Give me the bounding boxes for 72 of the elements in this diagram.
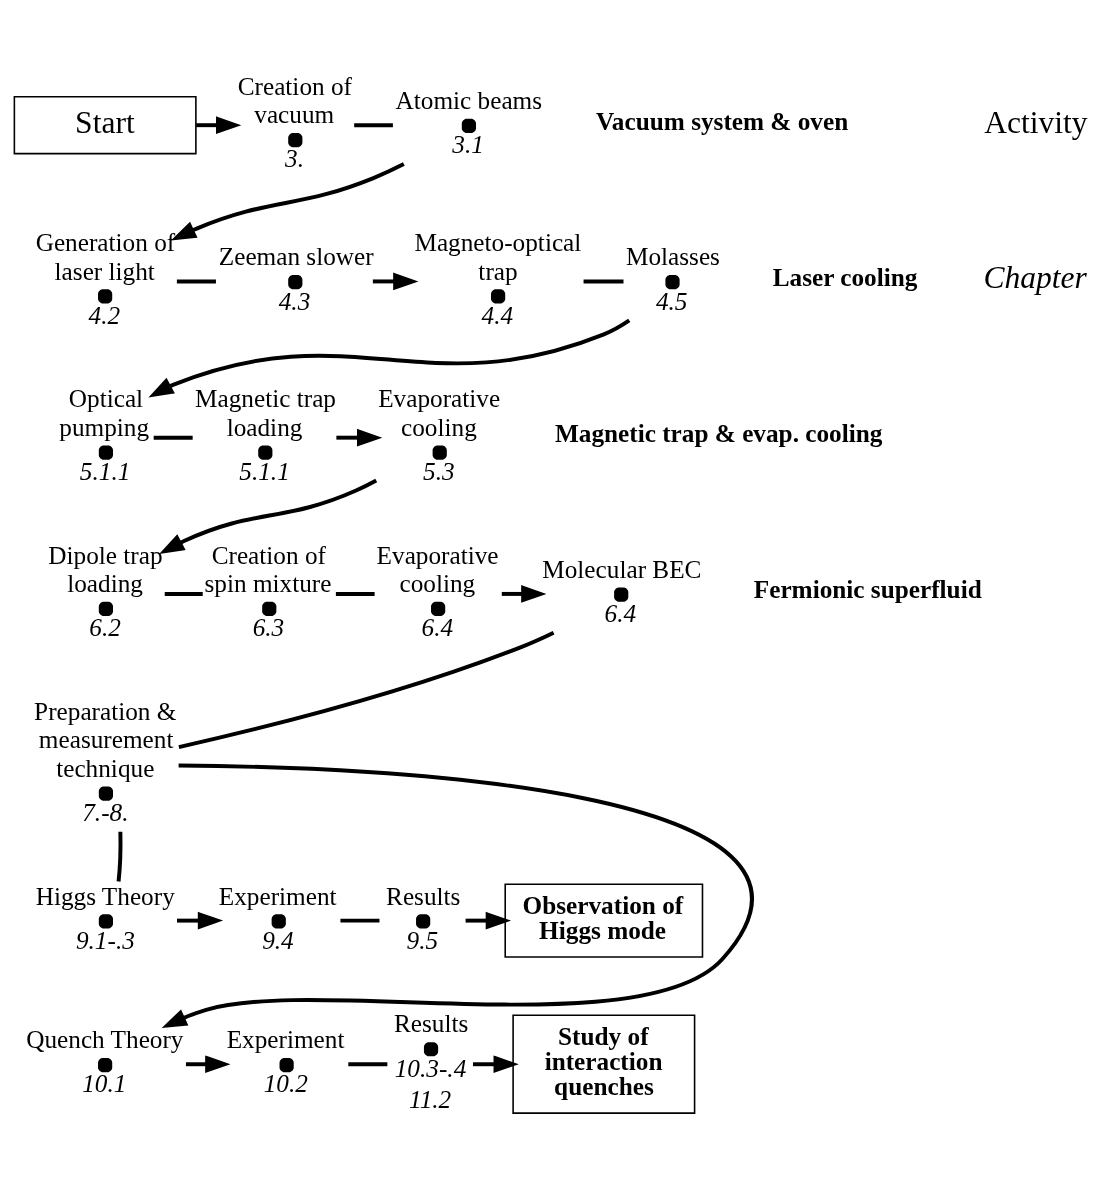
node-box: Observation of Higgs mode [504,883,704,958]
node-label: Magneto-optical trap [414,228,582,285]
node-label: Evaporative cooling [376,540,499,598]
node-label: Dipole trap loading [48,540,163,598]
node-box: Study of interaction quenches [512,1014,696,1114]
label: Laser cooling [772,262,918,291]
node-label: Experiment [226,1025,345,1054]
node-label: 4.2 [88,300,121,329]
node-label: Creation of spin mixture [204,540,332,598]
node-label: 10.3-.4 [394,1053,467,1082]
node-label: 6.4 [604,599,637,628]
connector [340,918,380,923]
node-label: 10.1 [82,1069,127,1098]
node-label: Atomic beams [395,86,543,115]
label: Chapter [983,259,1087,295]
node-label: Evaporative cooling [378,384,501,441]
label: Activity [984,105,1088,141]
arrow [196,116,242,135]
node-label: 6.3 [252,613,285,642]
arrow [148,318,631,398]
node-label: Higgs Theory [35,881,175,910]
arrow [472,1055,519,1074]
node-label: 6.2 [89,613,121,642]
node-label: 7.-8. [82,797,129,826]
node-label: Quench Theory [26,1025,184,1054]
node-label: 5.1.1 [239,456,290,485]
node-label: Results [393,1009,469,1038]
label: Fermionic superfluid [753,575,982,604]
connector [354,123,393,128]
arrow [161,763,752,1028]
node-label: Molecular BEC [542,554,702,583]
arrow [185,1055,231,1074]
node-label: Zeeman slower [218,242,374,271]
node-label: Magnetic trap loading [195,384,336,441]
node-label: Results [386,881,461,910]
node-label: Optical pumping [59,384,150,441]
node-label: Creation of vacuum [237,71,352,129]
node-label: 3. [285,144,304,173]
node-label: 5.1.1 [79,456,131,485]
connector [116,831,123,882]
arrow [372,272,419,291]
node-label: 4.3 [278,286,311,315]
label: Vacuum system & oven [595,106,849,135]
node-label: Experiment [218,881,337,910]
label: Magnetic trap & evap. cooling [554,419,883,448]
arrow [501,585,547,603]
connector [153,435,193,440]
node-label: 9.1-.3 [75,925,135,954]
arrow [336,428,383,447]
node-box: Start [13,96,197,155]
arrow [159,478,378,555]
node-label: 6.4 [421,613,454,642]
node-label: Generation of laser light [35,228,176,285]
node-label: 9.4 [262,925,294,954]
node-label: 9.5 [406,925,439,954]
connector [335,591,375,596]
connector [178,630,555,749]
connector [583,279,624,284]
node-label: 10.2 [263,1069,308,1098]
node-label: 4.5 [655,286,688,315]
connector [176,279,216,284]
node-label: 3.1 [452,130,484,159]
node-label: 11.2 [408,1085,452,1114]
node-label: Molasses [625,242,720,271]
arrow [177,911,224,930]
node-label: 4.4 [481,300,514,329]
connector [348,1062,388,1067]
arrow [465,911,511,930]
arrow [170,162,405,241]
connector [164,591,203,596]
node-label: 5.3 [423,456,455,485]
node-label: Preparation & measurement technique [34,696,177,782]
